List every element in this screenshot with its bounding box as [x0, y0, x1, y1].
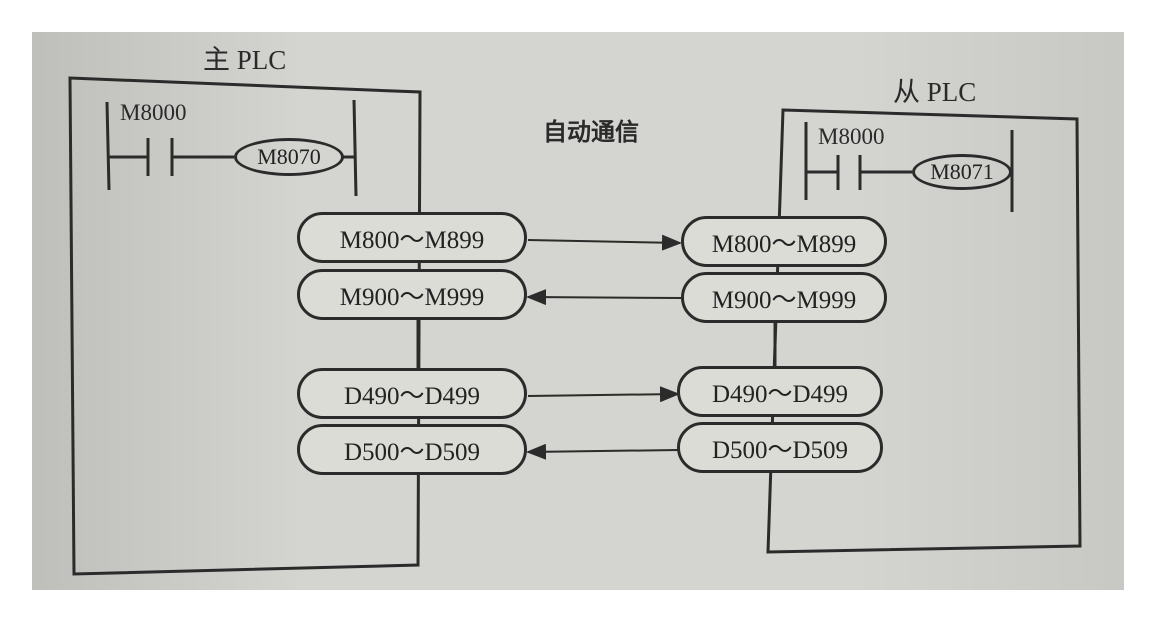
- slave-block-m900: M900～M999: [681, 272, 887, 323]
- slave-block-d490: D490～D499: [677, 366, 883, 417]
- master-plc-label: 主 PLC: [203, 45, 287, 75]
- slave-contact-label: M8000: [818, 124, 885, 149]
- master-right-rail: [352, 99, 358, 197]
- diagram-photo: [32, 32, 1124, 590]
- master-left-rail: [105, 101, 111, 191]
- master-block-m900: M900～M999: [297, 269, 527, 320]
- slave-coil: M8071: [912, 154, 1012, 190]
- master-coil: M8070: [234, 138, 344, 176]
- arrow-m800: [527, 234, 682, 251]
- arrow-d500: [526, 443, 679, 460]
- master-contact-label: M8000: [120, 100, 187, 125]
- arrow-d490: [527, 386, 680, 403]
- master-block-d500: D500～D509: [297, 424, 527, 475]
- slave-block-m800: M800～M899: [681, 216, 887, 267]
- arrow-m900: [526, 289, 683, 306]
- master-plc-box: [68, 76, 422, 576]
- master-block-d490: D490～D499: [297, 368, 527, 419]
- diagram-title: 自动通信: [543, 118, 639, 146]
- slave-block-d500: D500～D509: [677, 422, 883, 473]
- slave-plc-label: 从 PLC: [893, 77, 977, 107]
- master-block-m800: M800～M899: [297, 212, 527, 263]
- photo-shading: [32, 32, 1124, 590]
